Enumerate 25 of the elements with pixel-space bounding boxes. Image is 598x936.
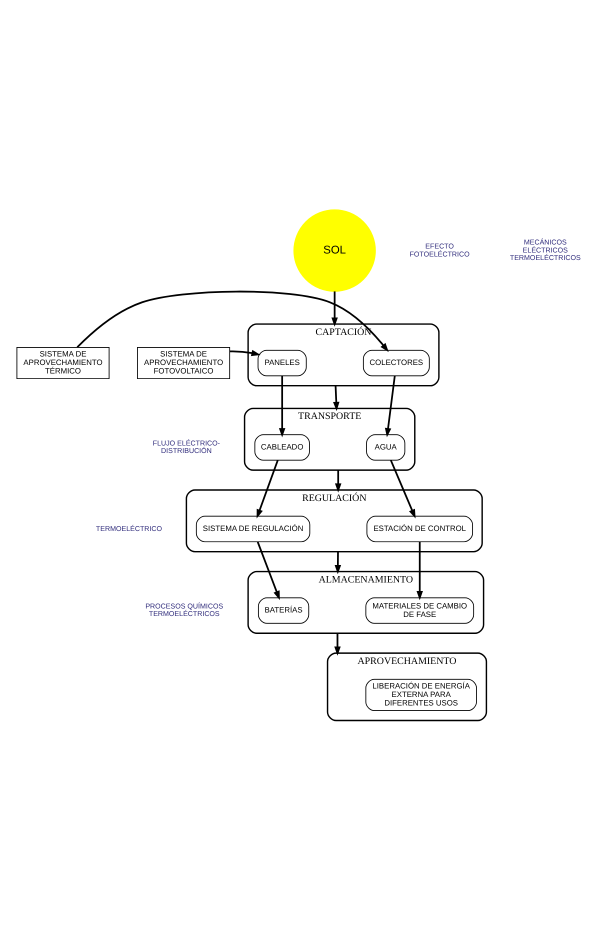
arrow xyxy=(278,376,286,438)
arrow xyxy=(390,460,416,518)
arrow xyxy=(334,552,342,574)
arrow xyxy=(334,470,342,493)
node-box: MATERIALES DE CAMBIO DE FASE xyxy=(365,597,474,624)
arrow xyxy=(333,386,340,412)
arrow xyxy=(256,542,280,600)
arrow xyxy=(256,460,279,519)
node-box: PANELES xyxy=(258,350,307,376)
node-box: LIBERACIÓN DE ENERGÍA EXTERNA PARA DIFERENTES USOS xyxy=(365,678,477,711)
arrow xyxy=(334,633,341,656)
node-box: AGUA xyxy=(366,434,406,461)
node-box: ESTACIÓN DE CONTROL xyxy=(366,516,473,542)
arrow xyxy=(76,290,389,352)
arrow xyxy=(230,350,261,356)
arrow xyxy=(331,291,338,327)
arrow xyxy=(384,376,396,438)
node-box: SISTEMA DE APROVECHAMIENTO TÉRMICO xyxy=(16,347,110,380)
node-box: CABLEADO xyxy=(254,434,310,461)
node-circle: SOL xyxy=(293,209,376,292)
node-box: COLECTORES xyxy=(362,350,430,376)
node-box: BATERÍAS xyxy=(258,597,310,624)
node-box: SISTEMA DE REGULACIÓN xyxy=(196,516,310,542)
node-box: SISTEMA DE APROVECHAMIENTO FOTOVOLTAICO xyxy=(137,347,230,380)
arrow xyxy=(416,542,423,600)
